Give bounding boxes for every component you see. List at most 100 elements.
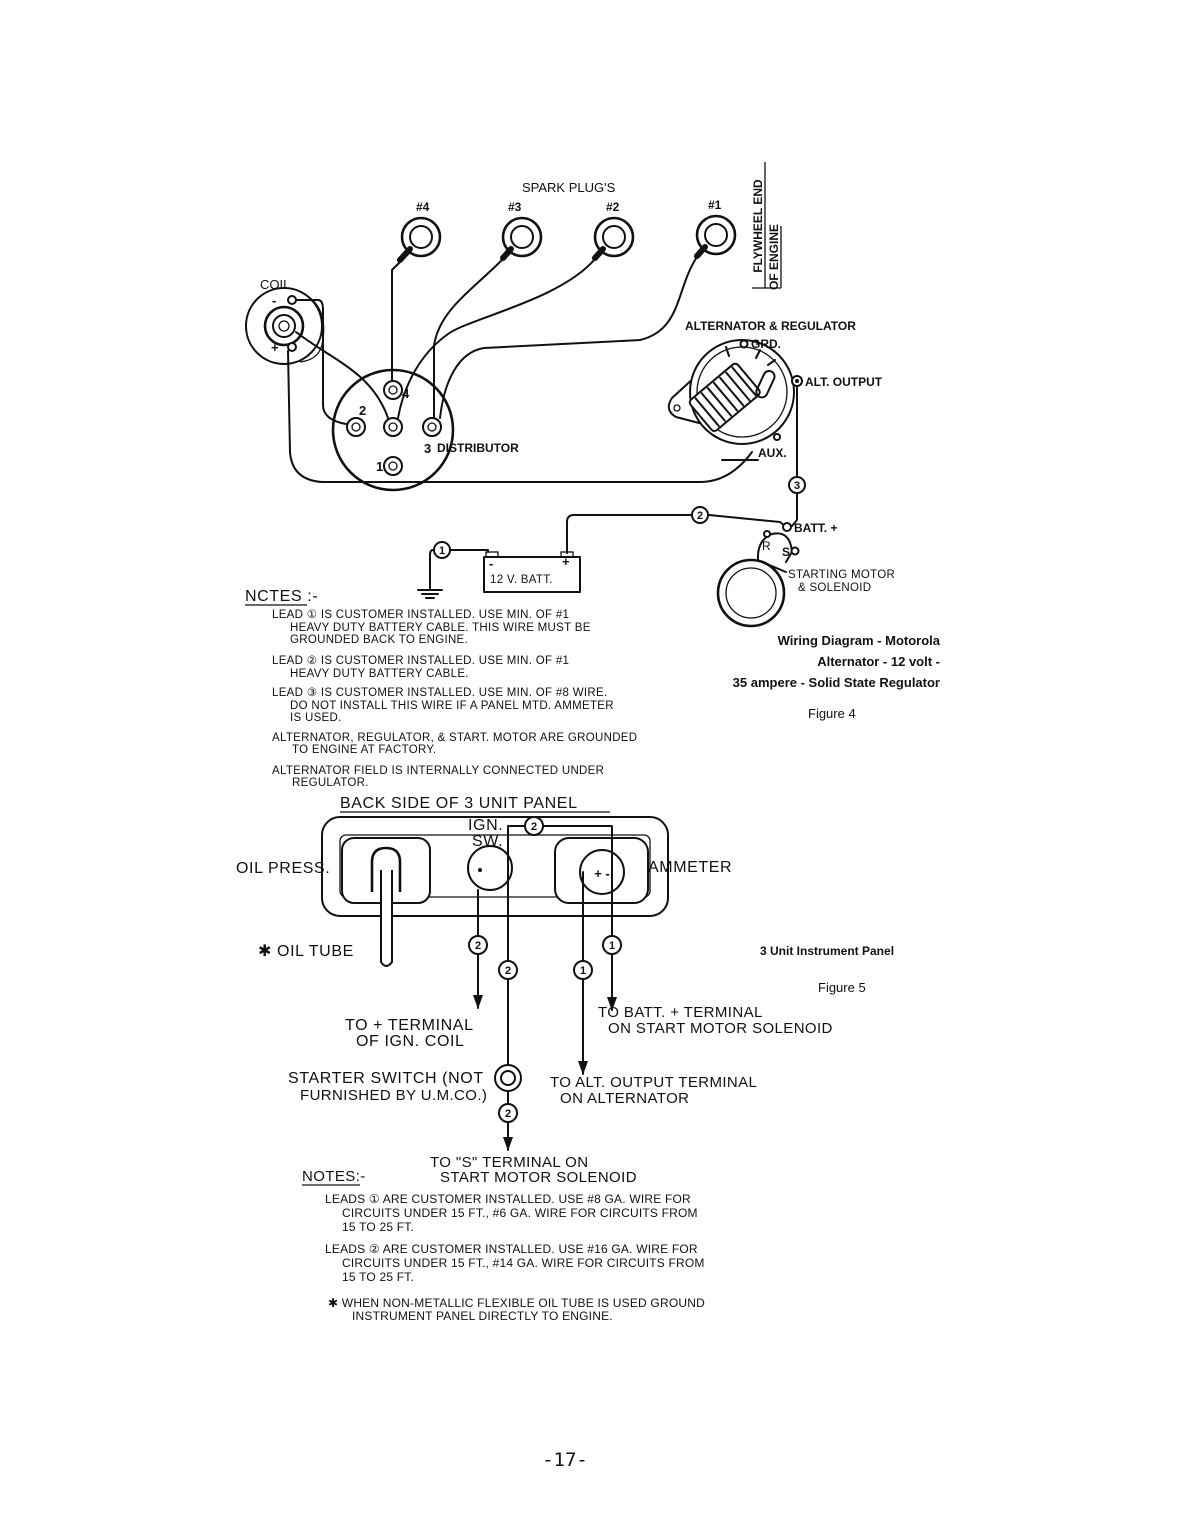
lead-2-marker-ign bbox=[468, 935, 488, 955]
coil-negative-terminal bbox=[287, 295, 297, 305]
coil-positive-terminal bbox=[287, 342, 297, 352]
distributor bbox=[331, 368, 455, 492]
starting-motor-solenoid bbox=[716, 522, 800, 628]
lead-3-marker-label: 3 bbox=[794, 480, 800, 492]
lead-2-marker-switch-label: 2 bbox=[505, 965, 511, 977]
coil-plus-label: + bbox=[271, 340, 279, 355]
note2-2-line-1: LEADS ② ARE CUSTOMER INSTALLED. USE #16 … bbox=[325, 1242, 698, 1256]
panel-title: BACK SIDE OF 3 UNIT PANEL bbox=[340, 795, 578, 812]
ammeter-face-label: + - bbox=[594, 866, 610, 881]
notes-heading: NCTES :- bbox=[245, 588, 318, 605]
distributor-terminal-4: 4 bbox=[402, 386, 410, 401]
note-3-line-2: DO NOT INSTALL THIS WIRE IF A PANEL MTD.… bbox=[290, 700, 614, 712]
to-s-terminal-label-2: START MOTOR SOLENOID bbox=[440, 1169, 637, 1186]
flywheel-label-line-2: OF ENGINE bbox=[767, 224, 781, 290]
figure-5-notes: NOTES:- LEADS ① ARE CUSTOMER INSTALLED. … bbox=[302, 1168, 705, 1323]
lead-1-marker-batt bbox=[602, 935, 622, 955]
lead-2-marker-solenoid bbox=[498, 1103, 518, 1123]
ignition-wires bbox=[287, 256, 753, 483]
coil-minus-label: - bbox=[272, 293, 276, 308]
figure-4-notes: NCTES :- LEAD ① IS CUSTOMER INSTALLED. U… bbox=[245, 588, 637, 789]
lead-2-marker-solenoid-label: 2 bbox=[505, 1108, 511, 1120]
alternator-regulator bbox=[667, 339, 803, 461]
page-number: -17- bbox=[542, 1449, 588, 1471]
note-4-line-1: ALTERNATOR, REGULATOR, & START. MOTOR AR… bbox=[272, 732, 637, 744]
alternator-ground-terminal bbox=[739, 339, 749, 349]
ignition-coil bbox=[245, 287, 325, 365]
note-5-line-2: REGULATOR. bbox=[292, 777, 369, 789]
notes-2-heading: NOTES:- bbox=[302, 1168, 366, 1185]
lead-1-wire bbox=[429, 549, 489, 590]
battery-12v bbox=[483, 551, 581, 593]
note2-2-line-2: CIRCUITS UNDER 15 FT., #14 GA. WIRE FOR … bbox=[342, 1256, 705, 1270]
caption-4-line-1: Wiring Diagram - Motorola bbox=[778, 633, 941, 648]
s-terminal-label: S bbox=[782, 545, 790, 559]
starting-motor-label: STARTING MOTOR bbox=[788, 569, 895, 581]
spark-plug-1 bbox=[694, 214, 737, 259]
figure-4-number: Figure 4 bbox=[808, 706, 856, 721]
to-alt-label-2: ON ALTERNATOR bbox=[560, 1090, 689, 1107]
lead-1-marker bbox=[433, 541, 451, 559]
lead-2-marker-top bbox=[524, 816, 544, 836]
lead-2-marker bbox=[691, 506, 709, 524]
battery-label: 12 V. BATT. bbox=[490, 574, 553, 586]
starter-switch bbox=[494, 1064, 522, 1092]
plug-label-2: #2 bbox=[606, 200, 620, 214]
ignition-switch bbox=[467, 845, 513, 891]
spark-plug-4 bbox=[397, 216, 442, 263]
lead-1-marker-label: 1 bbox=[439, 545, 445, 557]
to-coil-label-1: TO + TERMINAL bbox=[345, 1017, 474, 1034]
figure-5-caption: 3 Unit Instrument Panel Figure 5 bbox=[760, 944, 894, 995]
r-terminal-label: R bbox=[762, 539, 771, 553]
starter-switch-label-2: FURNISHED BY U.M.CO.) bbox=[300, 1087, 487, 1104]
battery-minus-label: - bbox=[489, 556, 493, 571]
note-2-line-1: LEAD ② IS CUSTOMER INSTALLED. USE MIN. O… bbox=[272, 655, 569, 667]
note2-1-line-3: 15 TO 25 FT. bbox=[342, 1220, 414, 1234]
lead-2-marker-top-label: 2 bbox=[531, 821, 537, 833]
distributor-terminal-2: 2 bbox=[359, 403, 366, 418]
lead-3-wire bbox=[791, 385, 798, 527]
spark-plug-3 bbox=[500, 216, 543, 261]
ammeter-label: AMMETER bbox=[648, 859, 732, 876]
note-1-line-2: HEAVY DUTY BATTERY CABLE. THIS WIRE MUST… bbox=[290, 622, 591, 634]
oil-press-label: OIL PRESS. bbox=[236, 860, 330, 877]
distributor-terminal-1: 1 bbox=[376, 459, 383, 474]
to-batt-label-1: TO BATT. + TERMINAL bbox=[598, 1004, 763, 1021]
oil-pressure-gauge bbox=[341, 837, 431, 967]
aux-label: AUX. bbox=[758, 446, 787, 460]
lead-1-marker-alt-label: 1 bbox=[580, 965, 586, 977]
alt-output-label: ALT. OUTPUT bbox=[805, 375, 883, 389]
spark-plugs-label: SPARK PLUG'S bbox=[522, 180, 616, 195]
plug-label-4: #4 bbox=[416, 200, 430, 214]
batt-plus-label: BATT. + bbox=[794, 521, 837, 535]
figure-4-caption: Wiring Diagram - Motorola Alternator - 1… bbox=[733, 633, 941, 721]
note2-3-line-2: INSTRUMENT PANEL DIRECTLY TO ENGINE. bbox=[352, 1309, 613, 1323]
ign-sw-label-1: IGN. bbox=[468, 817, 503, 834]
grd-label: GRD. bbox=[751, 337, 781, 351]
spark-plug-2 bbox=[592, 216, 635, 261]
figure-5-number: Figure 5 bbox=[818, 980, 866, 995]
note-3-line-1: LEAD ③ IS CUSTOMER INSTALLED. USE MIN. O… bbox=[272, 687, 607, 699]
note-2-line-2: HEAVY DUTY BATTERY CABLE. bbox=[290, 668, 469, 680]
lead-1-marker-alt bbox=[573, 960, 593, 980]
note2-1-line-1: LEADS ① ARE CUSTOMER INSTALLED. USE #8 G… bbox=[325, 1192, 691, 1206]
starter-switch-label-1: STARTER SWITCH (NOT bbox=[288, 1070, 484, 1087]
caption-4-line-3: 35 ampere - Solid State Regulator bbox=[733, 675, 940, 690]
batt-plus-terminal bbox=[782, 522, 792, 532]
figure-4-wiring-diagram: SPARK PLUG'S #4 #3 #2 #1 FLYWHEEL END OF… bbox=[245, 162, 895, 628]
flywheel-end-label: FLYWHEEL END OF ENGINE bbox=[751, 162, 782, 290]
to-coil-label-2: OF IGN. COIL bbox=[356, 1033, 465, 1050]
distributor-label: DISTRIBUTOR bbox=[437, 441, 519, 455]
oil-tube bbox=[380, 870, 393, 967]
note-1-line-1: LEAD ① IS CUSTOMER INSTALLED. USE MIN. O… bbox=[272, 609, 569, 621]
distributor-terminal-3: 3 bbox=[424, 441, 431, 456]
lead-2-marker-switch bbox=[498, 960, 518, 980]
plug-label-1: #1 bbox=[708, 198, 722, 212]
plug-label-3: #3 bbox=[508, 200, 522, 214]
note-1-line-3: GROUNDED BACK TO ENGINE. bbox=[290, 634, 468, 646]
note2-3-line-1: ✱ WHEN NON-METALLIC FLEXIBLE OIL TUBE IS… bbox=[328, 1296, 705, 1310]
battery-plus-label: + bbox=[562, 554, 570, 569]
to-alt-label-1: TO ALT. OUTPUT TERMINAL bbox=[550, 1074, 757, 1091]
note2-1-line-2: CIRCUITS UNDER 15 FT., #6 GA. WIRE FOR C… bbox=[342, 1206, 698, 1220]
